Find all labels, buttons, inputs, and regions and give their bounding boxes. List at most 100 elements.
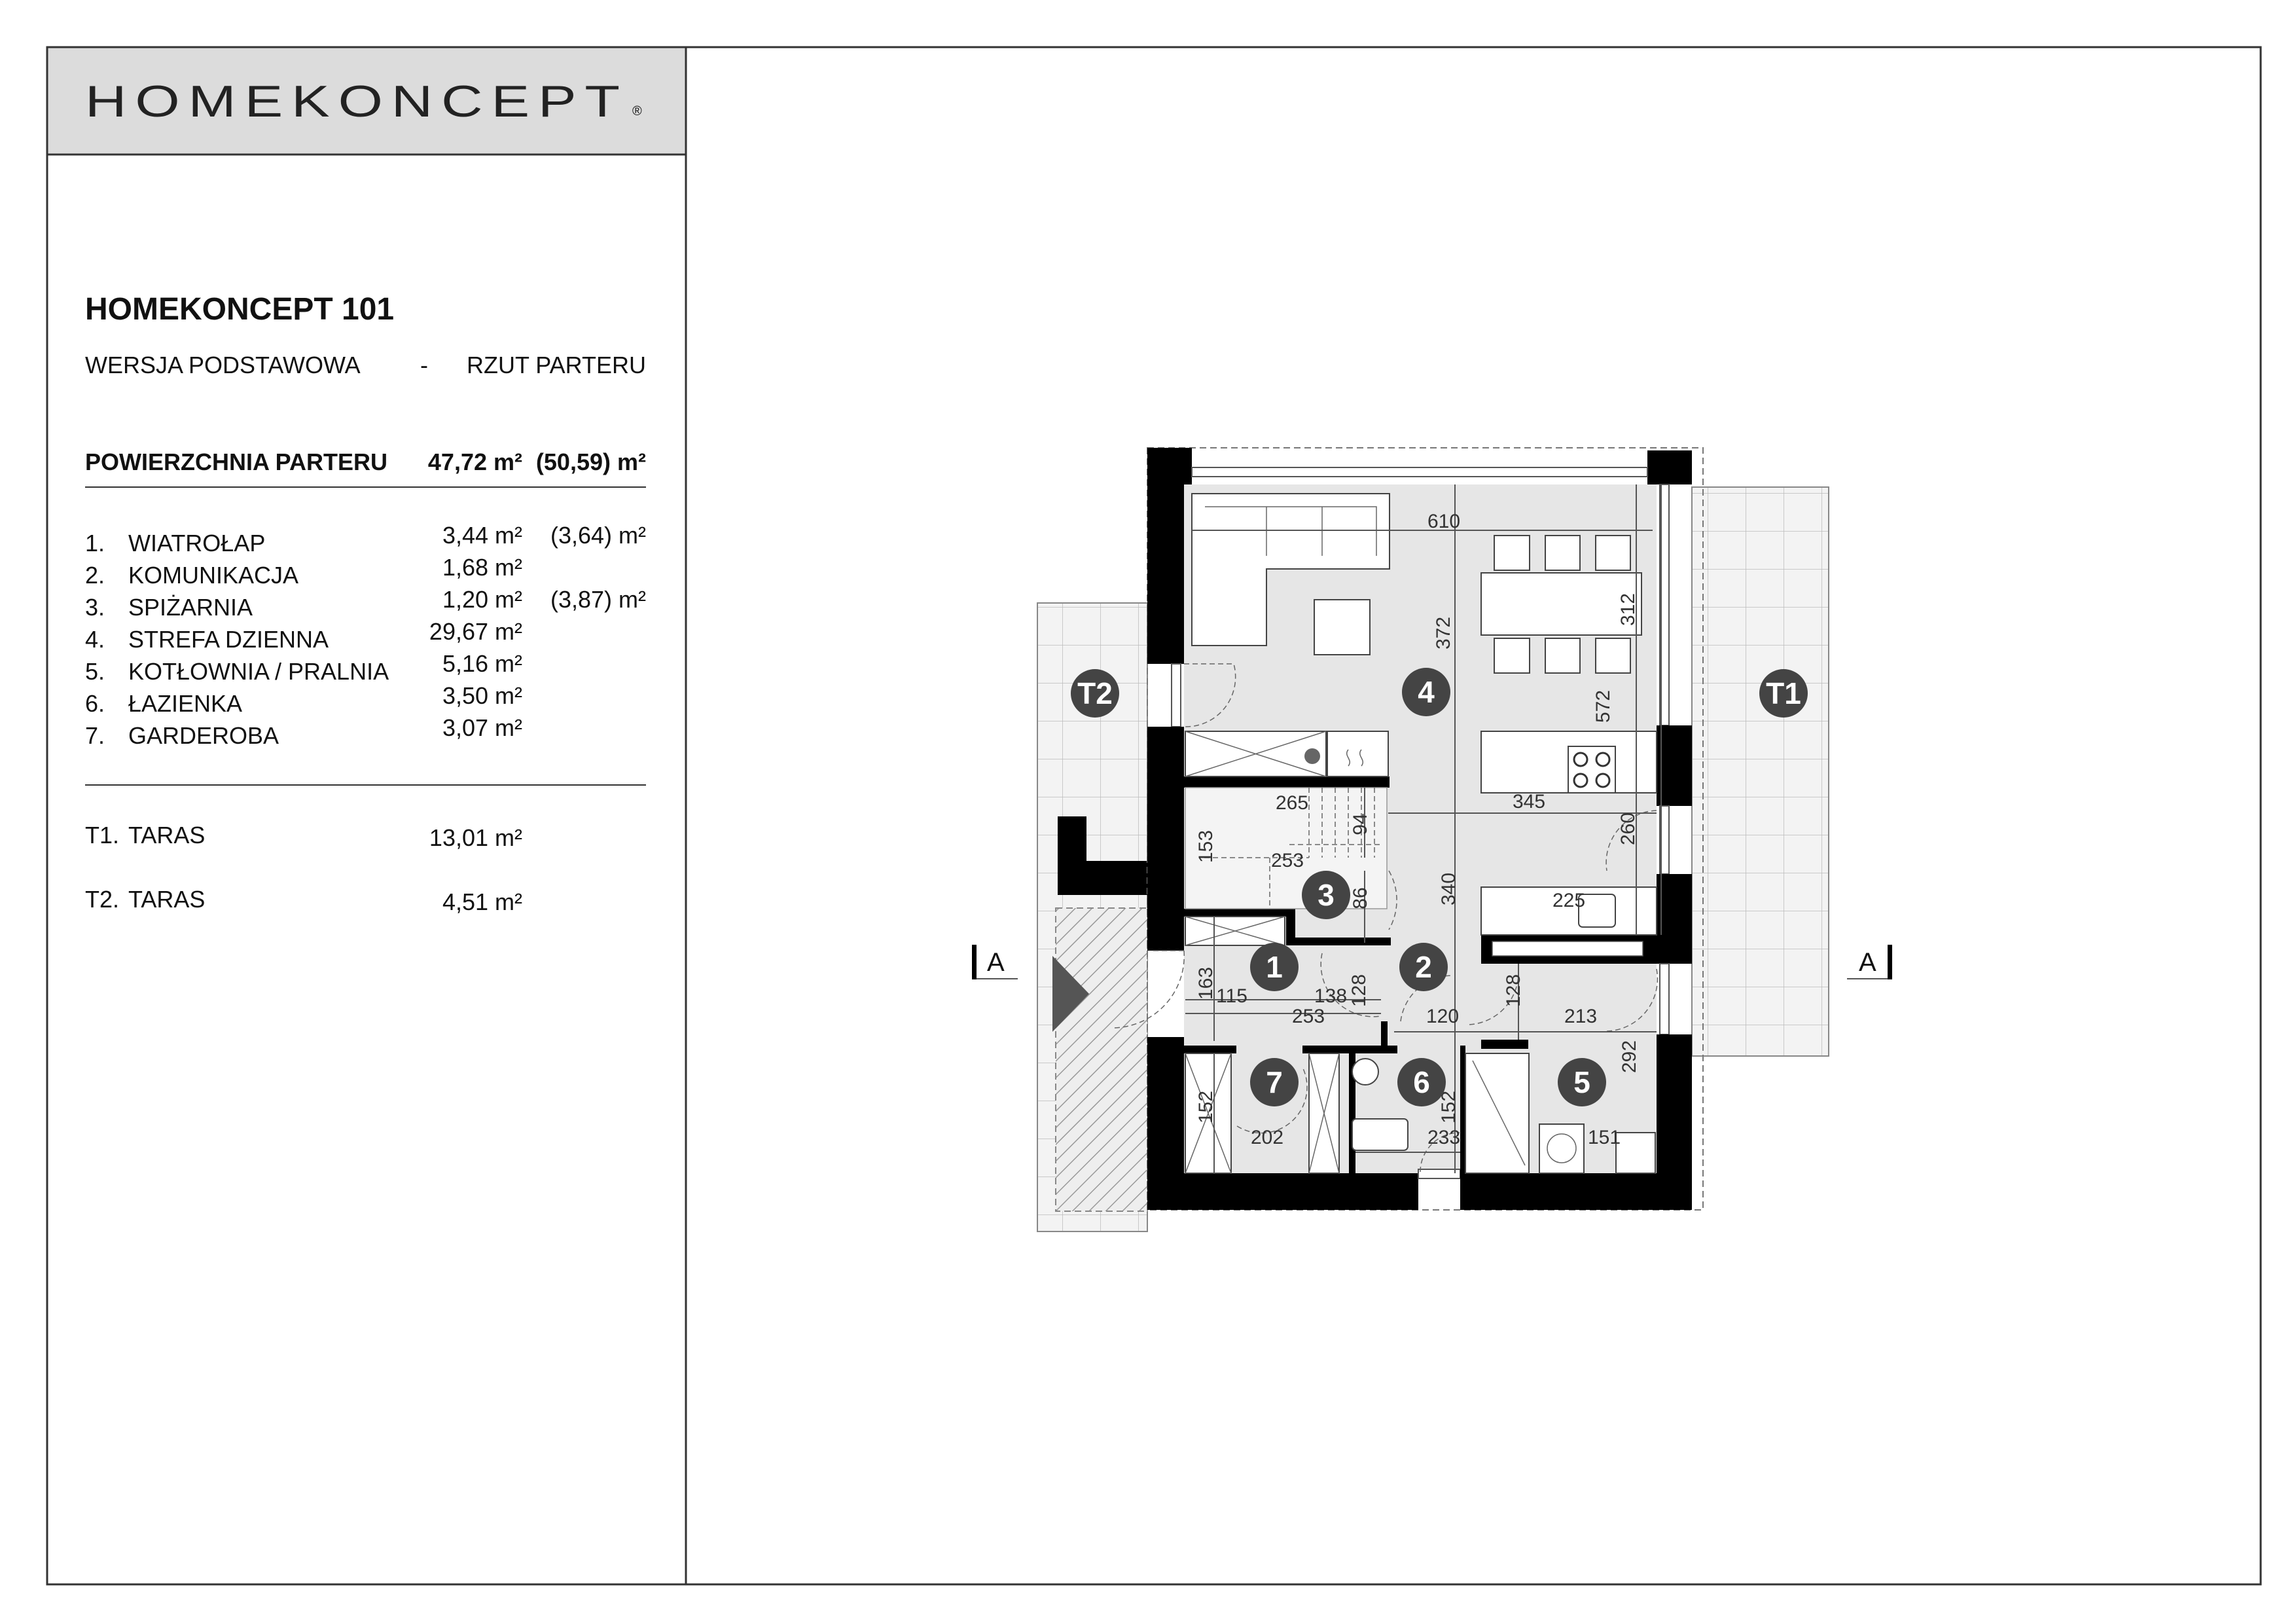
dimension-label: 151 <box>1588 1127 1621 1148</box>
chimney-icon <box>1304 748 1320 764</box>
cooktop <box>1568 746 1616 793</box>
room-row: 7. GARDEROBA 3,07 m² <box>85 714 522 749</box>
fireplace <box>1327 731 1389 777</box>
dimension-label: 260 <box>1617 812 1639 845</box>
room-number: 4. <box>85 626 105 653</box>
shower <box>1465 1053 1530 1174</box>
room-area: 1,68 m² <box>442 554 522 581</box>
svg-text:A: A <box>1859 948 1876 977</box>
svg-text:5: 5 <box>1573 1065 1590 1099</box>
outer-walls <box>1147 448 1692 1210</box>
room-row: 2. KOMUNIKACJA 1,68 m² <box>85 554 522 589</box>
chair <box>1545 535 1581 571</box>
dimension-label: 128 <box>1503 974 1524 1007</box>
view-label: RZUT PARTERU <box>467 352 646 378</box>
room-row: 1. WIATROŁAP 3,44 m² (3,64) m² <box>85 522 646 556</box>
dimension-label: 138 <box>1314 985 1347 1007</box>
toilet-icon <box>1352 1058 1379 1085</box>
svg-text:3: 3 <box>1318 878 1335 912</box>
dimension-label: 265 <box>1276 792 1308 814</box>
info-panel: HOMEKONCEPT 101 WERSJA PODSTAWOWA - RZUT… <box>85 292 646 915</box>
terrace-t1 <box>1691 486 1829 1057</box>
room-number: 7. <box>85 722 105 749</box>
area-total-value: 47,72 m² <box>428 448 522 475</box>
dimension-label: 94 <box>1350 813 1371 835</box>
terrace-number: T2. <box>85 886 119 913</box>
sofa <box>1191 493 1390 646</box>
dimension-label: 225 <box>1552 890 1585 911</box>
dimension-lines <box>1185 484 1662 1173</box>
room-number: 3. <box>85 594 105 621</box>
room-badge-7: 7 <box>1250 1058 1299 1106</box>
dimension-labels: 610 372 312 572 345 265 94 153 253 86 34… <box>1195 511 1640 1148</box>
project-title: HOMEKONCEPT 101 <box>85 292 394 327</box>
area-total-label: POWIERZCHNIA PARTERU <box>85 448 387 475</box>
room-area: 3,07 m² <box>442 714 522 741</box>
room-badge-1: 1 <box>1250 943 1299 991</box>
dimension-label: 372 <box>1433 617 1454 649</box>
room-area: 1,20 m² <box>442 586 522 613</box>
cooktop-burners-icon <box>1573 752 1611 788</box>
washing-machine-icon <box>1539 1123 1585 1174</box>
room-row: 5. KOTŁOWNIA / PRALNIA 5,16 m² <box>85 650 522 685</box>
dimension-label: 572 <box>1592 690 1614 723</box>
entrance-hatched-area <box>1055 907 1148 1212</box>
terrace-badge-t2: T2 <box>1071 669 1119 718</box>
sofa-cushions <box>1205 506 1377 556</box>
dimension-label: 152 <box>1438 1091 1460 1123</box>
room-area: 3,50 m² <box>442 682 522 709</box>
room-name: SPIŻARNIA <box>128 594 253 621</box>
svg-text:7: 7 <box>1266 1065 1283 1099</box>
version-label: WERSJA PODSTAWOWA <box>85 352 361 378</box>
sheet-frame <box>46 46 2262 1586</box>
svg-text:T2: T2 <box>1077 676 1113 710</box>
room-badge-3: 3 <box>1302 871 1350 919</box>
fire-icon <box>1346 749 1363 767</box>
room-badge-6: 6 <box>1397 1058 1446 1106</box>
washbasin-icon <box>1352 1118 1408 1151</box>
room-badge-4: 4 <box>1402 668 1450 716</box>
dimension-label: 163 <box>1195 967 1217 1000</box>
section-marker-left: A <box>972 945 1018 979</box>
room-badges: 1 2 3 4 5 6 7 T1 T2 <box>1071 668 1808 1106</box>
area-total-alt-value: (50,59) m² <box>536 448 646 475</box>
dimension-label: 115 <box>1216 985 1247 1007</box>
coffee-table <box>1314 599 1371 655</box>
svg-text:6: 6 <box>1413 1065 1430 1099</box>
room-number: 2. <box>85 562 105 589</box>
svg-text:T1: T1 <box>1766 676 1801 710</box>
svg-text:A: A <box>987 948 1005 977</box>
top-window <box>1191 467 1648 477</box>
dimension-label: 340 <box>1438 873 1460 905</box>
svg-text:2: 2 <box>1415 950 1432 984</box>
cabinet <box>1492 941 1643 957</box>
room-row: 3. SPIŻARNIA 1,20 m² (3,87) m² <box>85 586 646 621</box>
dimension-label: 152 <box>1195 1091 1217 1123</box>
wall <box>1058 861 1147 895</box>
floor-plan: 610 372 312 572 345 265 94 153 253 86 34… <box>972 447 1892 1232</box>
dimension-label: 213 <box>1564 1006 1597 1027</box>
room-badge-5: 5 <box>1558 1058 1606 1106</box>
terrace-area: 13,01 m² <box>429 824 522 851</box>
terrace-area: 4,51 m² <box>442 888 522 915</box>
terrace-number: T1. <box>85 822 119 848</box>
terrace-row: T2. TARAS 4,51 m² <box>85 886 522 915</box>
chair <box>1494 535 1530 571</box>
dimension-label: 312 <box>1617 593 1639 626</box>
room-number: 6. <box>85 690 105 717</box>
svg-text:4: 4 <box>1418 675 1435 709</box>
dimension-label: 128 <box>1348 974 1370 1007</box>
dimension-label: 345 <box>1513 791 1545 812</box>
stairs <box>1185 787 1388 909</box>
room-alt-area: (3,64) m² <box>550 522 646 549</box>
room-row: 6. ŁAZIENKA 3,50 m² <box>85 682 522 717</box>
terrace-name: TARAS <box>128 822 205 848</box>
room-area: 3,44 m² <box>442 522 522 549</box>
room-row: 4. STREFA DZIENNA 29,67 m² <box>85 618 522 653</box>
logo: HOMEKONCEPT ® <box>46 46 687 156</box>
dimension-label: 202 <box>1251 1127 1283 1148</box>
dimension-label: 120 <box>1426 1006 1459 1027</box>
furniture <box>1185 493 1657 1174</box>
chair <box>1595 638 1631 674</box>
